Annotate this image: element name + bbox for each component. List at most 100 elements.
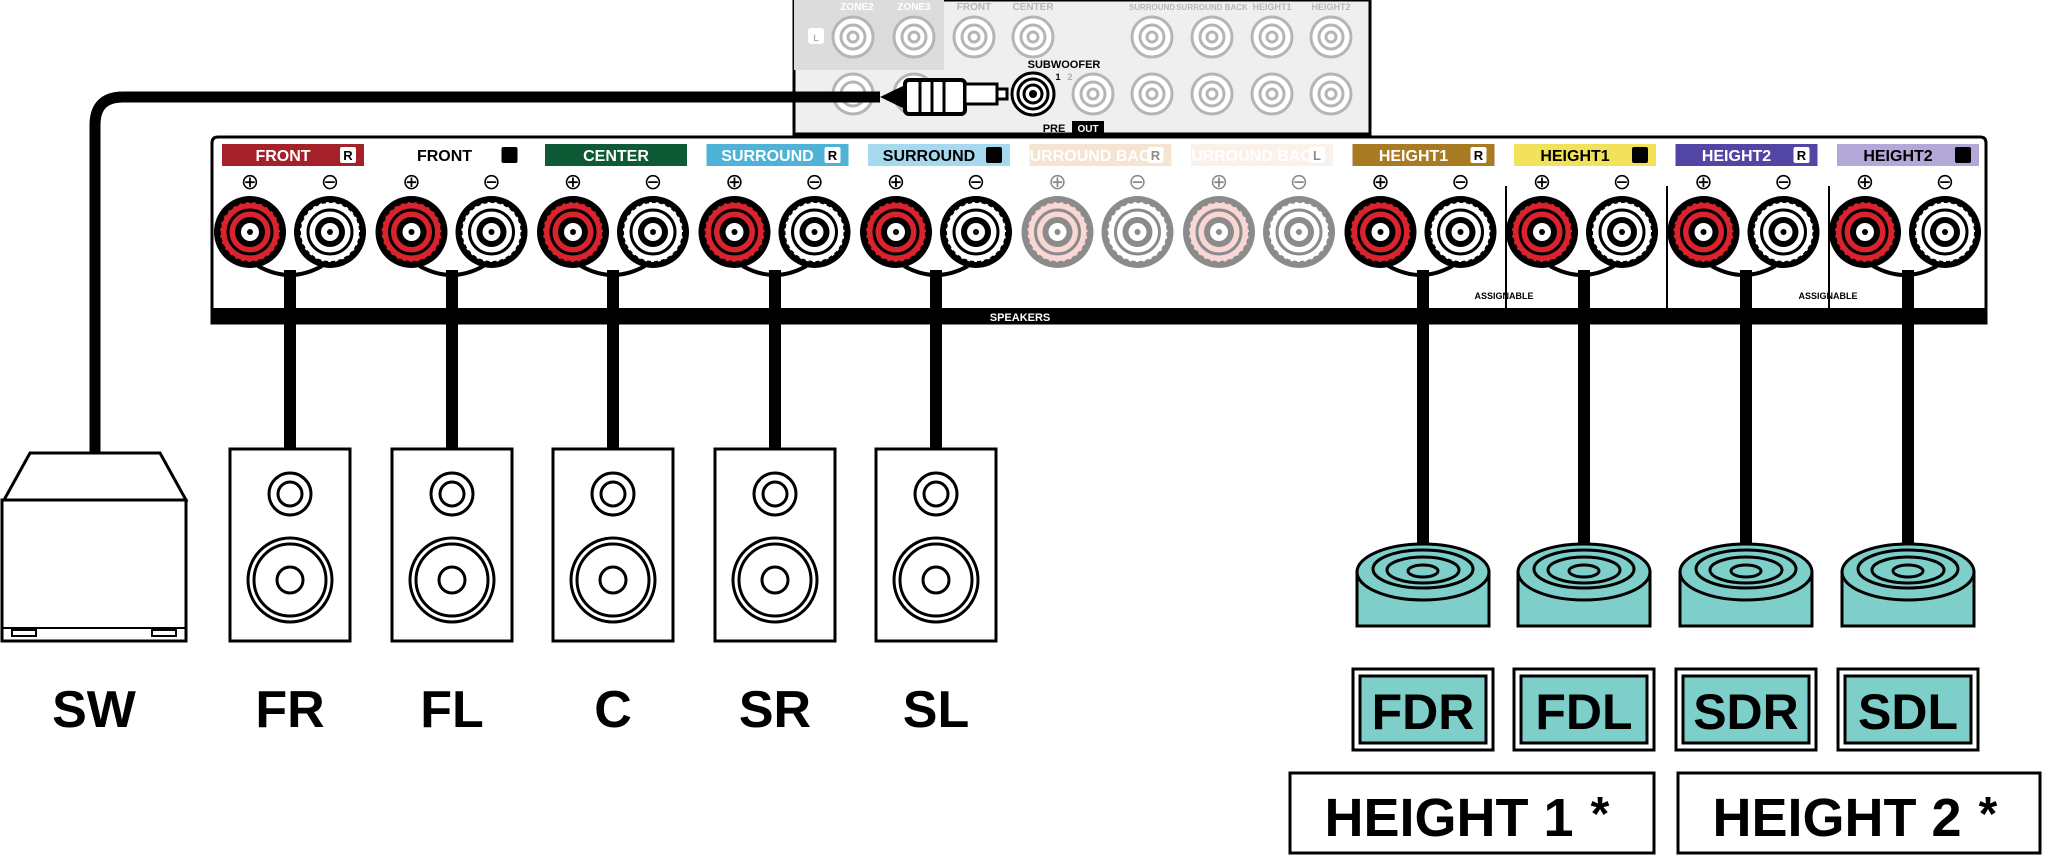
minus-symbol: ⊖	[1936, 170, 1954, 195]
height-label-boxes: FDR FDL SDR SDL	[1351, 667, 1980, 752]
positive-binding-post[interactable]	[1506, 196, 1578, 268]
negative-binding-post[interactable]	[1263, 196, 1335, 268]
positive-binding-post[interactable]	[1344, 196, 1417, 268]
side-badge-text: R	[1151, 148, 1161, 163]
terminal-label: SURROUND BACK	[1019, 148, 1163, 165]
height-speaker-wires	[1417, 270, 1914, 548]
plus-symbol: ⊕	[725, 170, 743, 195]
negative-binding-post[interactable]	[778, 196, 851, 268]
preout-label-height2: HEIGHT2	[1311, 2, 1350, 12]
minus-symbol: ⊖	[1774, 170, 1792, 195]
floor-speaker-0	[228, 447, 352, 643]
positive-binding-post[interactable]	[1021, 196, 1094, 268]
positive-binding-post[interactable]	[537, 196, 609, 268]
pre-label: PRE	[1043, 123, 1066, 135]
positive-binding-post[interactable]	[375, 196, 448, 268]
positive-binding-post[interactable]	[698, 196, 771, 268]
minus-symbol: ⊖	[1290, 170, 1308, 195]
positive-binding-post[interactable]	[214, 196, 286, 268]
plus-symbol: ⊕	[402, 170, 420, 195]
positive-binding-post[interactable]	[1667, 196, 1740, 268]
negative-binding-post[interactable]	[1909, 196, 1981, 268]
minus-symbol: ⊖	[1613, 170, 1631, 195]
terminal-color-tag	[383, 144, 526, 166]
side-badge-text: L	[506, 148, 514, 163]
minus-symbol: ⊖	[805, 170, 823, 195]
minus-symbol: ⊖	[321, 170, 339, 195]
negative-binding-post[interactable]	[294, 196, 366, 268]
minus-symbol: ⊖	[1128, 170, 1146, 195]
side-badge-text: L	[1959, 148, 1967, 163]
side-badge-text: R	[343, 148, 353, 163]
preout-label-height1: HEIGHT1	[1252, 2, 1291, 12]
preout-label-surround-back: SURROUND BACK	[1176, 3, 1248, 12]
side-badge	[824, 147, 841, 163]
subwoofer-cable	[89, 78, 1009, 455]
terminal-color-tag	[706, 144, 849, 166]
side-badge	[1793, 147, 1810, 163]
preout-label-zone2: ZONE2	[840, 2, 874, 13]
terminal-color-tag	[545, 144, 687, 166]
height-group-label-1: HEIGHT 1	[1324, 788, 1573, 848]
positive-binding-post[interactable]	[860, 196, 932, 268]
height-speaker-label-sdl: SDL	[1858, 684, 1958, 740]
side-badge	[1309, 147, 1325, 163]
preout-label-surround: SURROUND	[1129, 3, 1175, 12]
subwoofer-num-1: 1	[1055, 72, 1060, 82]
terminal-pair-8: HEIGHT1 L ⊕ ⊖	[1506, 144, 1658, 277]
speaker-label-sw: SW	[52, 681, 137, 739]
side-badge-text: R	[1797, 148, 1807, 163]
height-group-asterisk-2: *	[1979, 788, 1998, 841]
height-group-asterisk-1: *	[1591, 788, 1610, 841]
height-speaker-1	[1516, 542, 1652, 628]
plus-symbol: ⊕	[1533, 170, 1551, 195]
terminal-label: FRONT	[417, 148, 472, 165]
assignable-label-2: ASSIGNABLE	[1798, 291, 1857, 301]
speaker-label-sr: SR	[739, 681, 811, 739]
l-badge-text: L	[813, 33, 819, 43]
height-speaker-0	[1355, 542, 1491, 628]
subwoofer-num-2: 2	[1067, 72, 1072, 82]
plus-symbol: ⊕	[1371, 170, 1389, 195]
side-badge-text: L	[1636, 148, 1644, 163]
negative-binding-post[interactable]	[617, 196, 689, 268]
height-speaker-label-sdr: SDR	[1693, 684, 1799, 740]
terminal-label: HEIGHT2	[1702, 148, 1771, 165]
positive-binding-post[interactable]	[1829, 196, 1901, 268]
negative-binding-post[interactable]	[1101, 196, 1174, 268]
subwoofer-box	[0, 451, 189, 643]
subwoofer-label: SUBWOOFER	[1028, 59, 1101, 71]
negative-binding-post[interactable]	[1586, 196, 1658, 268]
side-badge-text: L	[1313, 148, 1321, 163]
speaker-label-fl: FL	[420, 681, 484, 739]
speaker-label-c: C	[594, 681, 632, 739]
side-badge	[501, 147, 518, 163]
plus-symbol: ⊕	[241, 170, 259, 195]
terminal-color-tag	[1837, 144, 1979, 166]
positive-binding-post[interactable]	[1183, 196, 1255, 268]
side-badge	[1147, 147, 1164, 163]
terminal-label: HEIGHT1	[1540, 148, 1609, 165]
negative-binding-post[interactable]	[1424, 196, 1497, 268]
negative-binding-post[interactable]	[940, 196, 1012, 268]
side-badge-text: L	[990, 148, 998, 163]
out-label: OUT	[1077, 124, 1098, 135]
floor-speaker-4	[874, 447, 998, 643]
height-speaker-label-fdr: FDR	[1372, 684, 1475, 740]
negative-binding-post[interactable]	[455, 196, 528, 268]
speakers-label: SPEAKERS	[990, 312, 1051, 324]
negative-binding-post[interactable]	[1747, 196, 1820, 268]
terminal-label: HEIGHT1	[1379, 148, 1448, 165]
terminal-color-tag	[1352, 144, 1495, 166]
terminal-color-tag	[868, 144, 1010, 166]
plus-symbol: ⊕	[887, 170, 905, 195]
height-group-boxes: HEIGHT 1 * HEIGHT 2 *	[1288, 771, 2042, 855]
side-badge-text: R	[828, 148, 838, 163]
preout-label-center: CENTER	[1012, 2, 1054, 13]
